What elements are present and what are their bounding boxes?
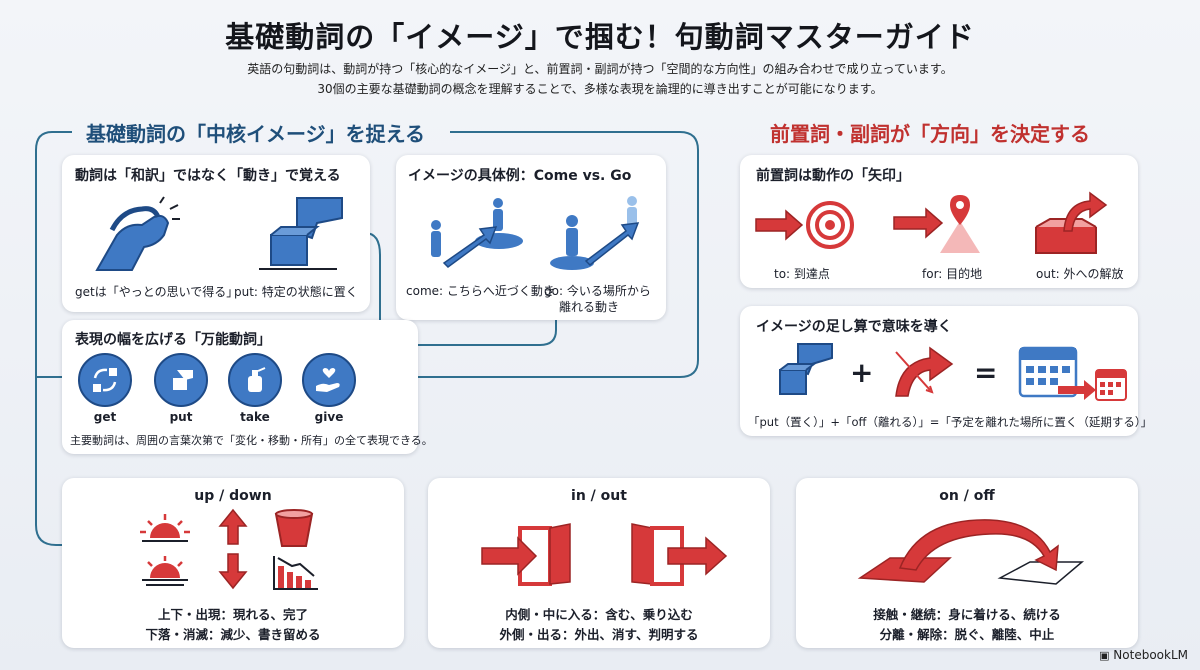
versatile-note: 主要動詞は、周囲の言葉次第で「変化・移動・所有」の全て表現できる。 — [70, 434, 433, 447]
come-caption: come: こちらへ近づく動き — [406, 284, 555, 298]
card-verb-motion-title: 動詞は「和訳」ではなく「動き」で覚える — [75, 168, 341, 184]
up-down-line-1: 上下・出現：現れる、完了 — [157, 607, 309, 622]
arrow-to-target-icon — [752, 195, 862, 259]
go-caption-line-1: go: 今いる場所から — [544, 284, 651, 298]
subtitle-line-1: 英語の句動詞は、動詞が持つ「核心的なイメージ」と、前置詞・副詞が持つ「空間的な方… — [247, 62, 953, 76]
verb-put: put — [169, 410, 193, 424]
heart-in-hand-icon — [316, 368, 340, 392]
notebooklm-icon: ▣ — [1099, 649, 1110, 662]
for-caption: for: 目的地 — [922, 267, 983, 281]
card-come-vs-go-title: イメージの具体例：Come vs. Go — [408, 168, 632, 184]
notebooklm-logo: ▣ NotebookLM — [1099, 648, 1188, 662]
card-versatile-title: 表現の幅を広げる「万能動詞」 — [75, 332, 271, 348]
give-badge — [302, 353, 356, 407]
right-section-title: 前置詞・副詞が「方向」を決定する — [770, 122, 1090, 146]
verb-get: get — [93, 410, 117, 424]
grabbing-hands-icon — [92, 195, 182, 279]
down-arrow-icon — [218, 552, 248, 594]
exit-door-icon — [628, 522, 738, 592]
up-arrow-icon — [218, 508, 248, 550]
up-down-title: up / down — [194, 488, 272, 504]
card-verb-motion: 動詞は「和訳」ではなく「動き」で覚える getは「やっとの思いで得る」 put:… — [62, 155, 370, 312]
cup-icon — [272, 508, 316, 552]
go-figures-icon — [546, 195, 656, 279]
enter-door-icon — [478, 522, 578, 592]
on-off-line-1: 接触・継続：身に着ける、続ける — [873, 607, 1061, 622]
card-preposition-arrow: 前置詞は動作の「矢印」 to: 到達点 for: 目的地 out: 外への解放 — [740, 155, 1138, 288]
in-out-title: in / out — [571, 488, 627, 504]
arrow-to-pin-icon — [890, 191, 990, 261]
declining-chart-icon — [270, 552, 320, 596]
arrow-out-of-box-icon — [1026, 187, 1126, 261]
card-on-off: on / off 接触・継続：身に着ける、続ける 分離・解除：脱ぐ、離陸、中止 — [796, 478, 1138, 648]
cycle-arrows-icon — [93, 368, 117, 392]
plus-sign: + — [850, 356, 874, 389]
card-sum-title: イメージの足し算で意味を導く — [756, 319, 952, 335]
hand-placing-box-small-icon — [774, 340, 836, 406]
on-off-line-2: 分離・解除：脱ぐ、離陸、中止 — [879, 627, 1055, 642]
come-figures-icon — [414, 195, 524, 279]
card-up-down: up / down 上下・出現：現れる、完了 下落・ — [62, 478, 404, 648]
in-out-line-2: 外側・出る：外出、消す、判明する — [499, 627, 699, 642]
take-badge — [228, 353, 282, 407]
card-come-vs-go: イメージの具体例：Come vs. Go come: こちらへ近づく動き go:… — [396, 155, 666, 320]
verb-give: give — [314, 410, 344, 424]
go-caption-line-2: 離れる動き — [559, 300, 620, 314]
get-caption: getは「やっとの思いで得る」 — [75, 285, 239, 299]
out-caption: out: 外への解放 — [1036, 267, 1124, 281]
page-title: 基礎動詞の「イメージ」で掴む！句動詞マスターガイド — [225, 20, 975, 54]
in-out-line-1: 内側・中に入る：含む、乗り込む — [505, 607, 693, 622]
equals-sign: = — [974, 356, 998, 389]
sum-formula: 「put（置く）」+「off（離れる）」=「予定を離れた場所に置く（延期する）」 — [748, 415, 1153, 429]
left-section-title: 基礎動詞の「中核イメージ」を捉える — [86, 122, 425, 146]
card-image-sum: イメージの足し算で意味を導く + = 「put（置く）」+「 — [740, 306, 1152, 436]
put-badge — [154, 353, 208, 407]
box-in-hand-icon — [173, 370, 193, 390]
curved-arrow-away-icon — [890, 342, 960, 406]
sunrise-icon — [138, 512, 192, 548]
put-caption: put: 特定の状態に置く — [234, 285, 358, 299]
up-down-line-2: 下落・消滅：減少、書き留める — [145, 627, 321, 642]
notebooklm-label: NotebookLM — [1113, 648, 1188, 662]
bottle-spray-icon — [248, 367, 266, 392]
get-badge — [78, 353, 132, 407]
card-arrow-title: 前置詞は動作の「矢印」 — [756, 168, 910, 184]
to-caption: to: 到達点 — [774, 267, 830, 281]
sunset-icon — [138, 556, 192, 592]
card-versatile-verbs: 表現の幅を広げる「万能動詞」 get put take give 主要動詞は、周… — [62, 320, 433, 454]
on-off-title: on / off — [939, 488, 995, 504]
calendar-postpone-icon — [1018, 342, 1128, 408]
lift-off-arrow-icon — [850, 512, 1090, 596]
card-in-out: in / out 内側・中に入る：含む、乗り込む 外側・出る：外出、消す、判明す… — [428, 478, 770, 648]
verb-take: take — [240, 410, 270, 424]
subtitle-line-2: 30個の主要な基礎動詞の概念を理解することで、多様な表現を論理的に導き出すことが… — [317, 82, 883, 96]
hand-placing-box-icon — [257, 193, 347, 277]
